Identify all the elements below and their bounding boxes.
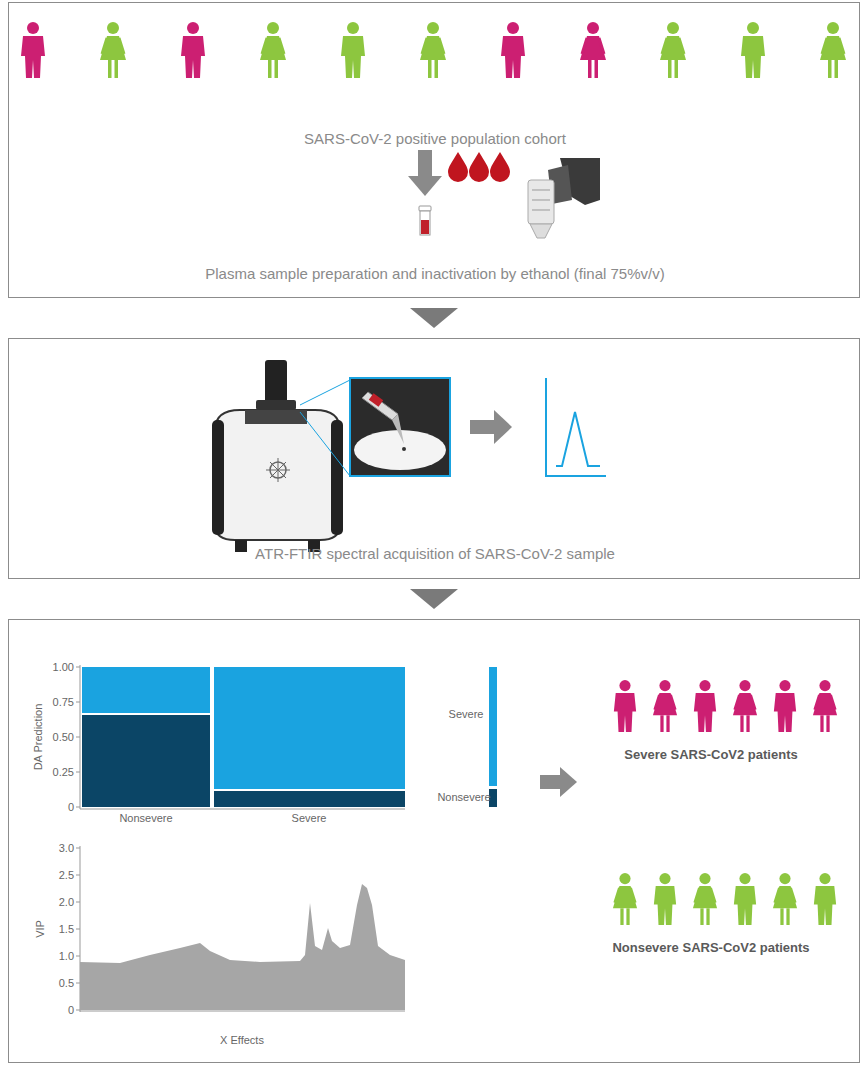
person-icon <box>654 873 676 925</box>
person-icon <box>21 22 45 78</box>
axis-tick: 0.25 <box>53 766 74 778</box>
panel-box: Severe SARS-CoV2 patientsNonsevere SARS-… <box>8 619 860 1063</box>
grey-arrow <box>470 410 512 444</box>
person-icon <box>820 22 846 78</box>
panel-box: SARS-CoV-2 positive population cohortPla… <box>8 2 860 298</box>
axis-tick: 0.75 <box>53 696 74 708</box>
person-icon <box>694 680 716 732</box>
person-icon <box>420 22 446 78</box>
blood-drops <box>448 152 510 182</box>
person-icon <box>813 680 837 732</box>
person-icon <box>614 680 636 732</box>
axis-tick: 0.50 <box>53 731 74 743</box>
person-icon <box>580 22 606 78</box>
legend-label: Nonsevere <box>437 791 490 803</box>
tube-photo <box>528 158 600 238</box>
vip-plot <box>76 846 405 1012</box>
axis-tick: 0 <box>68 1004 74 1016</box>
person-icon <box>341 22 365 78</box>
group-label: Nonsevere SARS-CoV2 patients <box>612 940 809 955</box>
axis-tick: 2.0 <box>59 896 74 908</box>
spectrum-icon <box>546 378 606 476</box>
person-icon <box>773 873 797 925</box>
axis-tick: 2.5 <box>59 869 74 881</box>
person-icon <box>814 873 836 925</box>
person-icon <box>100 22 126 78</box>
person-icon <box>181 22 205 78</box>
category-label: Severe <box>292 812 327 824</box>
legend-label: Severe <box>449 708 484 720</box>
person-icon <box>693 873 717 925</box>
person-icon <box>734 873 756 925</box>
people-icons <box>21 22 846 925</box>
axis-title: VIP <box>34 920 46 938</box>
vial <box>420 211 430 235</box>
axis-tick: 0.5 <box>59 977 74 989</box>
panel-caption: ATR-FTIR spectral acquisition of SARS-Co… <box>255 545 615 562</box>
category-label: Nonsevere <box>119 812 172 824</box>
axis-tick: 1.00 <box>53 661 74 673</box>
axis-tick: 0 <box>68 801 74 813</box>
person-icon <box>733 680 757 732</box>
person-icon <box>260 22 286 78</box>
axis-title: DA Prediction <box>32 704 44 771</box>
flow-arrow <box>410 589 458 609</box>
axis-title: X Effects <box>220 1034 264 1046</box>
person-icon <box>501 22 525 78</box>
vial-plasma <box>421 220 429 234</box>
ftir-instrument <box>212 360 350 552</box>
person-icon <box>774 680 796 732</box>
person-icon <box>613 873 637 925</box>
panel-caption: SARS-CoV-2 positive population cohort <box>304 130 566 147</box>
down-arrow-head <box>408 176 442 196</box>
flow-arrow <box>410 308 458 328</box>
axis-tick: 3.0 <box>59 842 74 854</box>
person-icon <box>660 22 686 78</box>
result-arrow <box>540 767 577 797</box>
mosaic-chart <box>76 665 497 809</box>
zoom-inset <box>350 378 450 476</box>
axis-tick: 1.0 <box>59 950 74 962</box>
panel-caption: Plasma sample preparation and inactivati… <box>205 265 664 282</box>
person-icon <box>653 680 677 732</box>
person-icon <box>741 22 765 78</box>
down-arrow <box>418 150 432 176</box>
panel-box: ATR-FTIR spectral acquisition of SARS-Co… <box>8 338 860 579</box>
vial-cap <box>419 206 431 211</box>
group-label: Severe SARS-CoV2 patients <box>624 747 797 762</box>
axis-tick: 1.5 <box>59 923 74 935</box>
